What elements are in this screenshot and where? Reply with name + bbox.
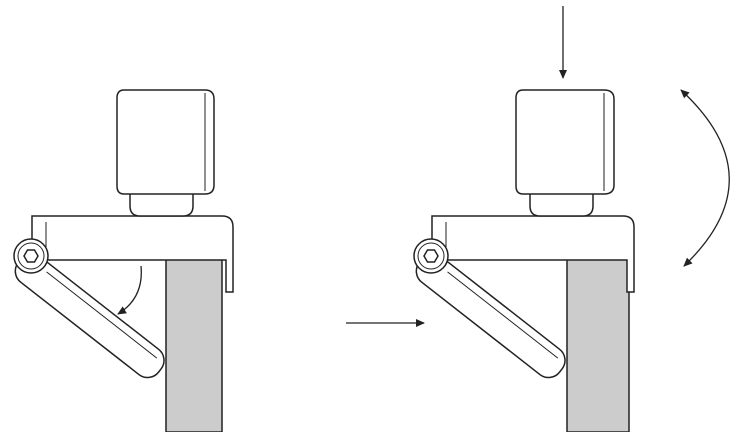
- monitor-edge-right: [566, 257, 630, 432]
- monitor-edge: [165, 257, 223, 432]
- hinge-screw: [13, 238, 49, 274]
- webcam-neck: [129, 192, 194, 217]
- mount-shelf-right: [431, 215, 635, 293]
- tilt-double-arrow: [680, 89, 730, 267]
- webcam-neck-right: [529, 192, 594, 217]
- webcam-body-right: [515, 89, 615, 195]
- left-panel: [13, 89, 234, 432]
- hinge-screw-right: [413, 238, 449, 274]
- webcam-body: [116, 89, 215, 195]
- right-panel: [346, 6, 730, 432]
- mount-shelf: [31, 215, 234, 293]
- clip-arm-rotate-arrow: [117, 265, 142, 315]
